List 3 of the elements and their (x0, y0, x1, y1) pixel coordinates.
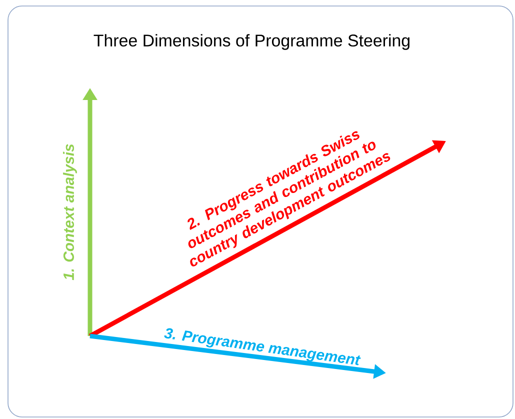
axis-label: 1. Context analysis (63, 144, 77, 280)
title: Three Dimensions of Programme Steering (94, 34, 410, 50)
axis-label: 3. Programme management (164, 328, 361, 366)
